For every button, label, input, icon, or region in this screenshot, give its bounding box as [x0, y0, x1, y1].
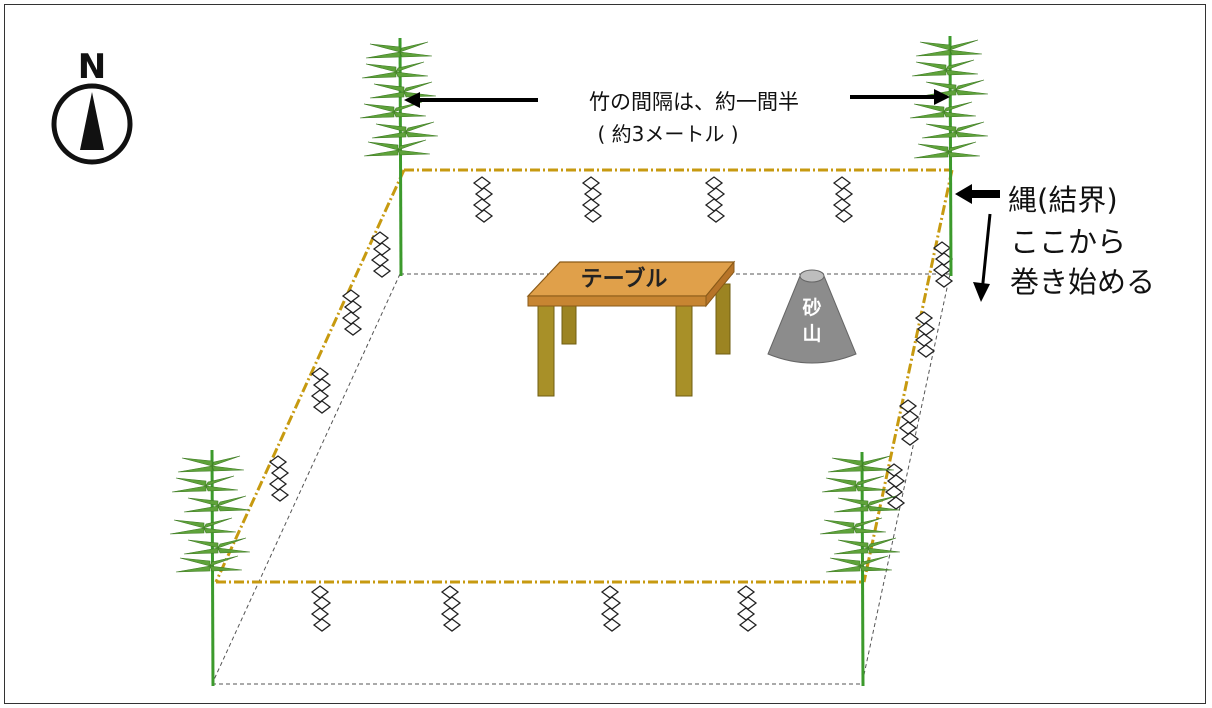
shide-left-2 — [342, 289, 362, 336]
shide-front-3 — [601, 585, 621, 632]
shide-left-4 — [269, 455, 289, 502]
shide-front-4 — [737, 585, 757, 632]
shide-back-2 — [582, 176, 602, 223]
rope-note-line2: ここから — [1010, 225, 1126, 259]
bamboo-front-right — [819, 451, 901, 687]
table: テーブル — [526, 260, 736, 397]
shide-right-3 — [899, 399, 919, 446]
arrow-left-icon — [404, 92, 420, 108]
shide-front-2 — [441, 585, 461, 632]
shide-back-4 — [833, 176, 853, 223]
compass: N — [51, 47, 133, 165]
shide-left-1 — [371, 231, 391, 278]
table-label: テーブル — [581, 266, 668, 292]
bamboo-back-right — [909, 35, 989, 277]
shide-back-3 — [705, 176, 725, 223]
rope-note-line3: 巻き始める — [1010, 265, 1155, 299]
bamboo-front-left — [169, 449, 251, 687]
sand-mound: 砂山 — [767, 269, 857, 364]
shide-right-1 — [933, 241, 953, 288]
sand-mound-label-char1: 砂山 — [802, 297, 821, 345]
shide-front-1 — [311, 585, 331, 632]
spacing-note-line2: ( 約3メートル ) — [597, 122, 738, 146]
shide-left-3 — [311, 367, 331, 414]
bamboo-back-left — [359, 37, 439, 277]
shide-right-4 — [885, 463, 905, 510]
diagram-frame — [4, 4, 1206, 704]
down-arrow-icon — [973, 282, 990, 302]
spacing-indicator: 竹の間隔は、約一間半 ( 約3メートル ) — [404, 89, 950, 146]
rope-note-line1: 縄(結界) — [1008, 183, 1118, 217]
arrow-right-icon — [934, 89, 950, 105]
rope-start-note: 縄(結界) ここから 巻き始める — [955, 183, 1155, 302]
spacing-note-line1: 竹の間隔は、約一間半 — [589, 90, 799, 114]
shide-back-1 — [473, 176, 493, 223]
north-arrow-icon — [80, 92, 104, 150]
shide-right-2 — [915, 311, 935, 358]
pointer-arrow-icon — [955, 184, 1000, 204]
compass-north-label: N — [78, 47, 106, 87]
